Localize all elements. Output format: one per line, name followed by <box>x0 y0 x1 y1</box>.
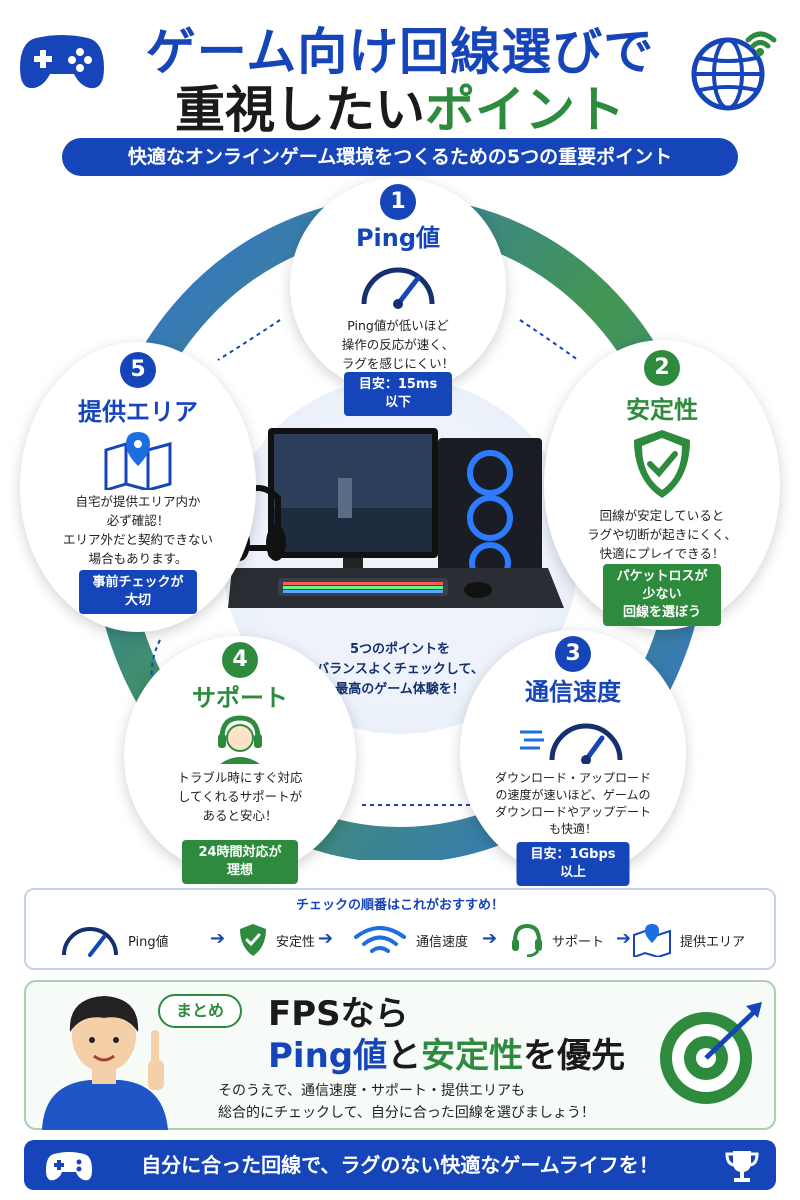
order-item-label: 通信速度 <box>416 934 469 950</box>
point-number: 1 <box>380 184 416 220</box>
summary-badge: まとめ <box>158 994 242 1028</box>
summary-headline-2: Ping値と安定性を優先 <box>268 1028 625 1077</box>
summary-headline-1: FPSなら <box>268 994 409 1034</box>
title-dark-part: 重視したい <box>175 81 425 139</box>
order-item-label: サポート <box>552 934 605 950</box>
speedometer-icon <box>62 927 118 957</box>
point-heading: 提供エリア <box>78 398 198 426</box>
summary-and: と <box>387 1036 422 1076</box>
title-green-part: ポイント <box>425 81 625 139</box>
point-tag: 24時間対応が理想 <box>182 840 298 884</box>
wifi-icon <box>354 926 406 953</box>
order-item-label: 安定性 <box>276 934 316 950</box>
shield-check-icon <box>240 924 266 956</box>
point-heading: Ping値 <box>355 224 441 252</box>
footer-banner: 自分に合った回線で、ラグのない快適なゲームライフを！ <box>24 1140 776 1190</box>
arrow-right-icon: ➔ <box>318 928 334 949</box>
point-number: 2 <box>644 350 680 386</box>
boy-pointing-illustration <box>42 996 168 1130</box>
order-item-area: 提供エリア <box>632 918 745 962</box>
point-number: 5 <box>120 352 156 388</box>
headset-support-icon <box>218 715 262 764</box>
order-item-label: Ping値 <box>128 934 169 950</box>
point-card-speed: 3 通信速度 ダウンロード・アップロード の速度が速いほど、ゲームの ダウンロー… <box>460 630 686 886</box>
point-description: 自宅が提供エリア内か 必ず確認！ エリア外だと契約できない 場合もあります。 <box>62 494 213 566</box>
speed-gauge-icon <box>520 723 623 764</box>
order-item-label: 提供エリア <box>680 934 746 950</box>
order-item-support: サポート <box>510 918 604 962</box>
arrow-right-icon: ➔ <box>210 928 226 949</box>
check-order-panel: チェックの順番はこれがおすすめ！ Ping値 ➔ 安定性 ➔ 通信速度 ➔ <box>24 888 776 970</box>
point-card-support: 4 サポート トラブル時にすぐ対応 してくれるサポートが あると安心！ 24時間… <box>124 636 356 884</box>
shield-check-icon <box>634 430 690 498</box>
speedometer-icon <box>361 267 435 309</box>
summary-text: そのうえで、通信速度・サポート・提供エリアも 総合的にチェックして、自分に合った… <box>218 1083 595 1121</box>
map-pin-icon <box>633 924 671 957</box>
globe-wifi-icon <box>688 18 784 114</box>
footer-text: 自分に合った回線で、ラグのない快適なゲームライフを！ <box>141 1153 659 1177</box>
order-item-speed: 通信速度 <box>352 918 468 962</box>
point-tag: 目安：1Gbps以上 <box>516 842 630 886</box>
gamepad-icon <box>18 30 106 94</box>
point-number: 4 <box>222 642 258 678</box>
point-tag: 事前チェックが大切 <box>79 570 197 614</box>
point-tag: 目安：15ms以下 <box>344 372 452 416</box>
trophy-icon <box>725 1151 759 1182</box>
center-message: 5つのポイントを バランスよくチェックして、 最高のゲーム体験を！ <box>316 642 484 697</box>
point-heading: 通信速度 <box>525 678 621 706</box>
point-heading: サポート <box>192 684 288 712</box>
gamepad-icon <box>46 1152 92 1181</box>
page-title-line2: 重視したいポイント <box>0 70 800 142</box>
headset-icon <box>512 923 542 957</box>
point-card-ping: 1 Ping値 Ping値が低いほど 操作の反応が速く、 ラグを感じにくい！ 目… <box>290 178 506 416</box>
target-arrow-icon <box>660 1002 762 1104</box>
summary-priority: を優先 <box>523 1036 626 1076</box>
check-order-title: チェックの順番はこれがおすすめ！ <box>295 898 504 913</box>
gaming-pc-illustration <box>228 428 564 608</box>
point-heading: 安定性 <box>626 396 698 424</box>
point-card-area: 5 提供エリア 自宅が提供エリア内か 必ず確認！ エリア外だと契約できない 場合… <box>20 342 256 632</box>
arrow-right-icon: ➔ <box>616 928 632 949</box>
arrow-right-icon: ➔ <box>482 928 498 949</box>
point-description: Ping値が低いほど 操作の反応が速く、 ラグを感じにくい！ <box>341 318 455 371</box>
point-tag: パケットロスが少ない 回線を選ぼう <box>603 564 721 626</box>
point-description: ダウンロード・アップロード の速度が速いほど、ゲームの ダウンロードやアップデー… <box>494 771 651 836</box>
map-pin-icon <box>104 432 172 490</box>
order-item-ping: Ping値 <box>60 918 169 962</box>
order-item-stability: 安定性 <box>238 918 315 962</box>
point-number: 3 <box>555 636 591 672</box>
point-card-stability: 2 安定性 回線が安定していると ラグや切断が起きにくく、 快適にプレイできる！… <box>544 340 780 630</box>
summary-stability: 安定性 <box>421 1036 524 1076</box>
summary-ping: Ping値 <box>268 1036 388 1076</box>
page-title-line1: ゲーム向け回線選びで <box>145 23 655 81</box>
point-description: 回線が安定していると ラグや切断が起きにくく、 快適にプレイできる！ <box>587 508 737 561</box>
point-description: トラブル時にすぐ対応 してくれるサポートが あると安心！ <box>177 770 303 823</box>
subtitle-banner: 快適なオンラインゲーム環境をつくるための5つの重要ポイント <box>62 138 738 176</box>
